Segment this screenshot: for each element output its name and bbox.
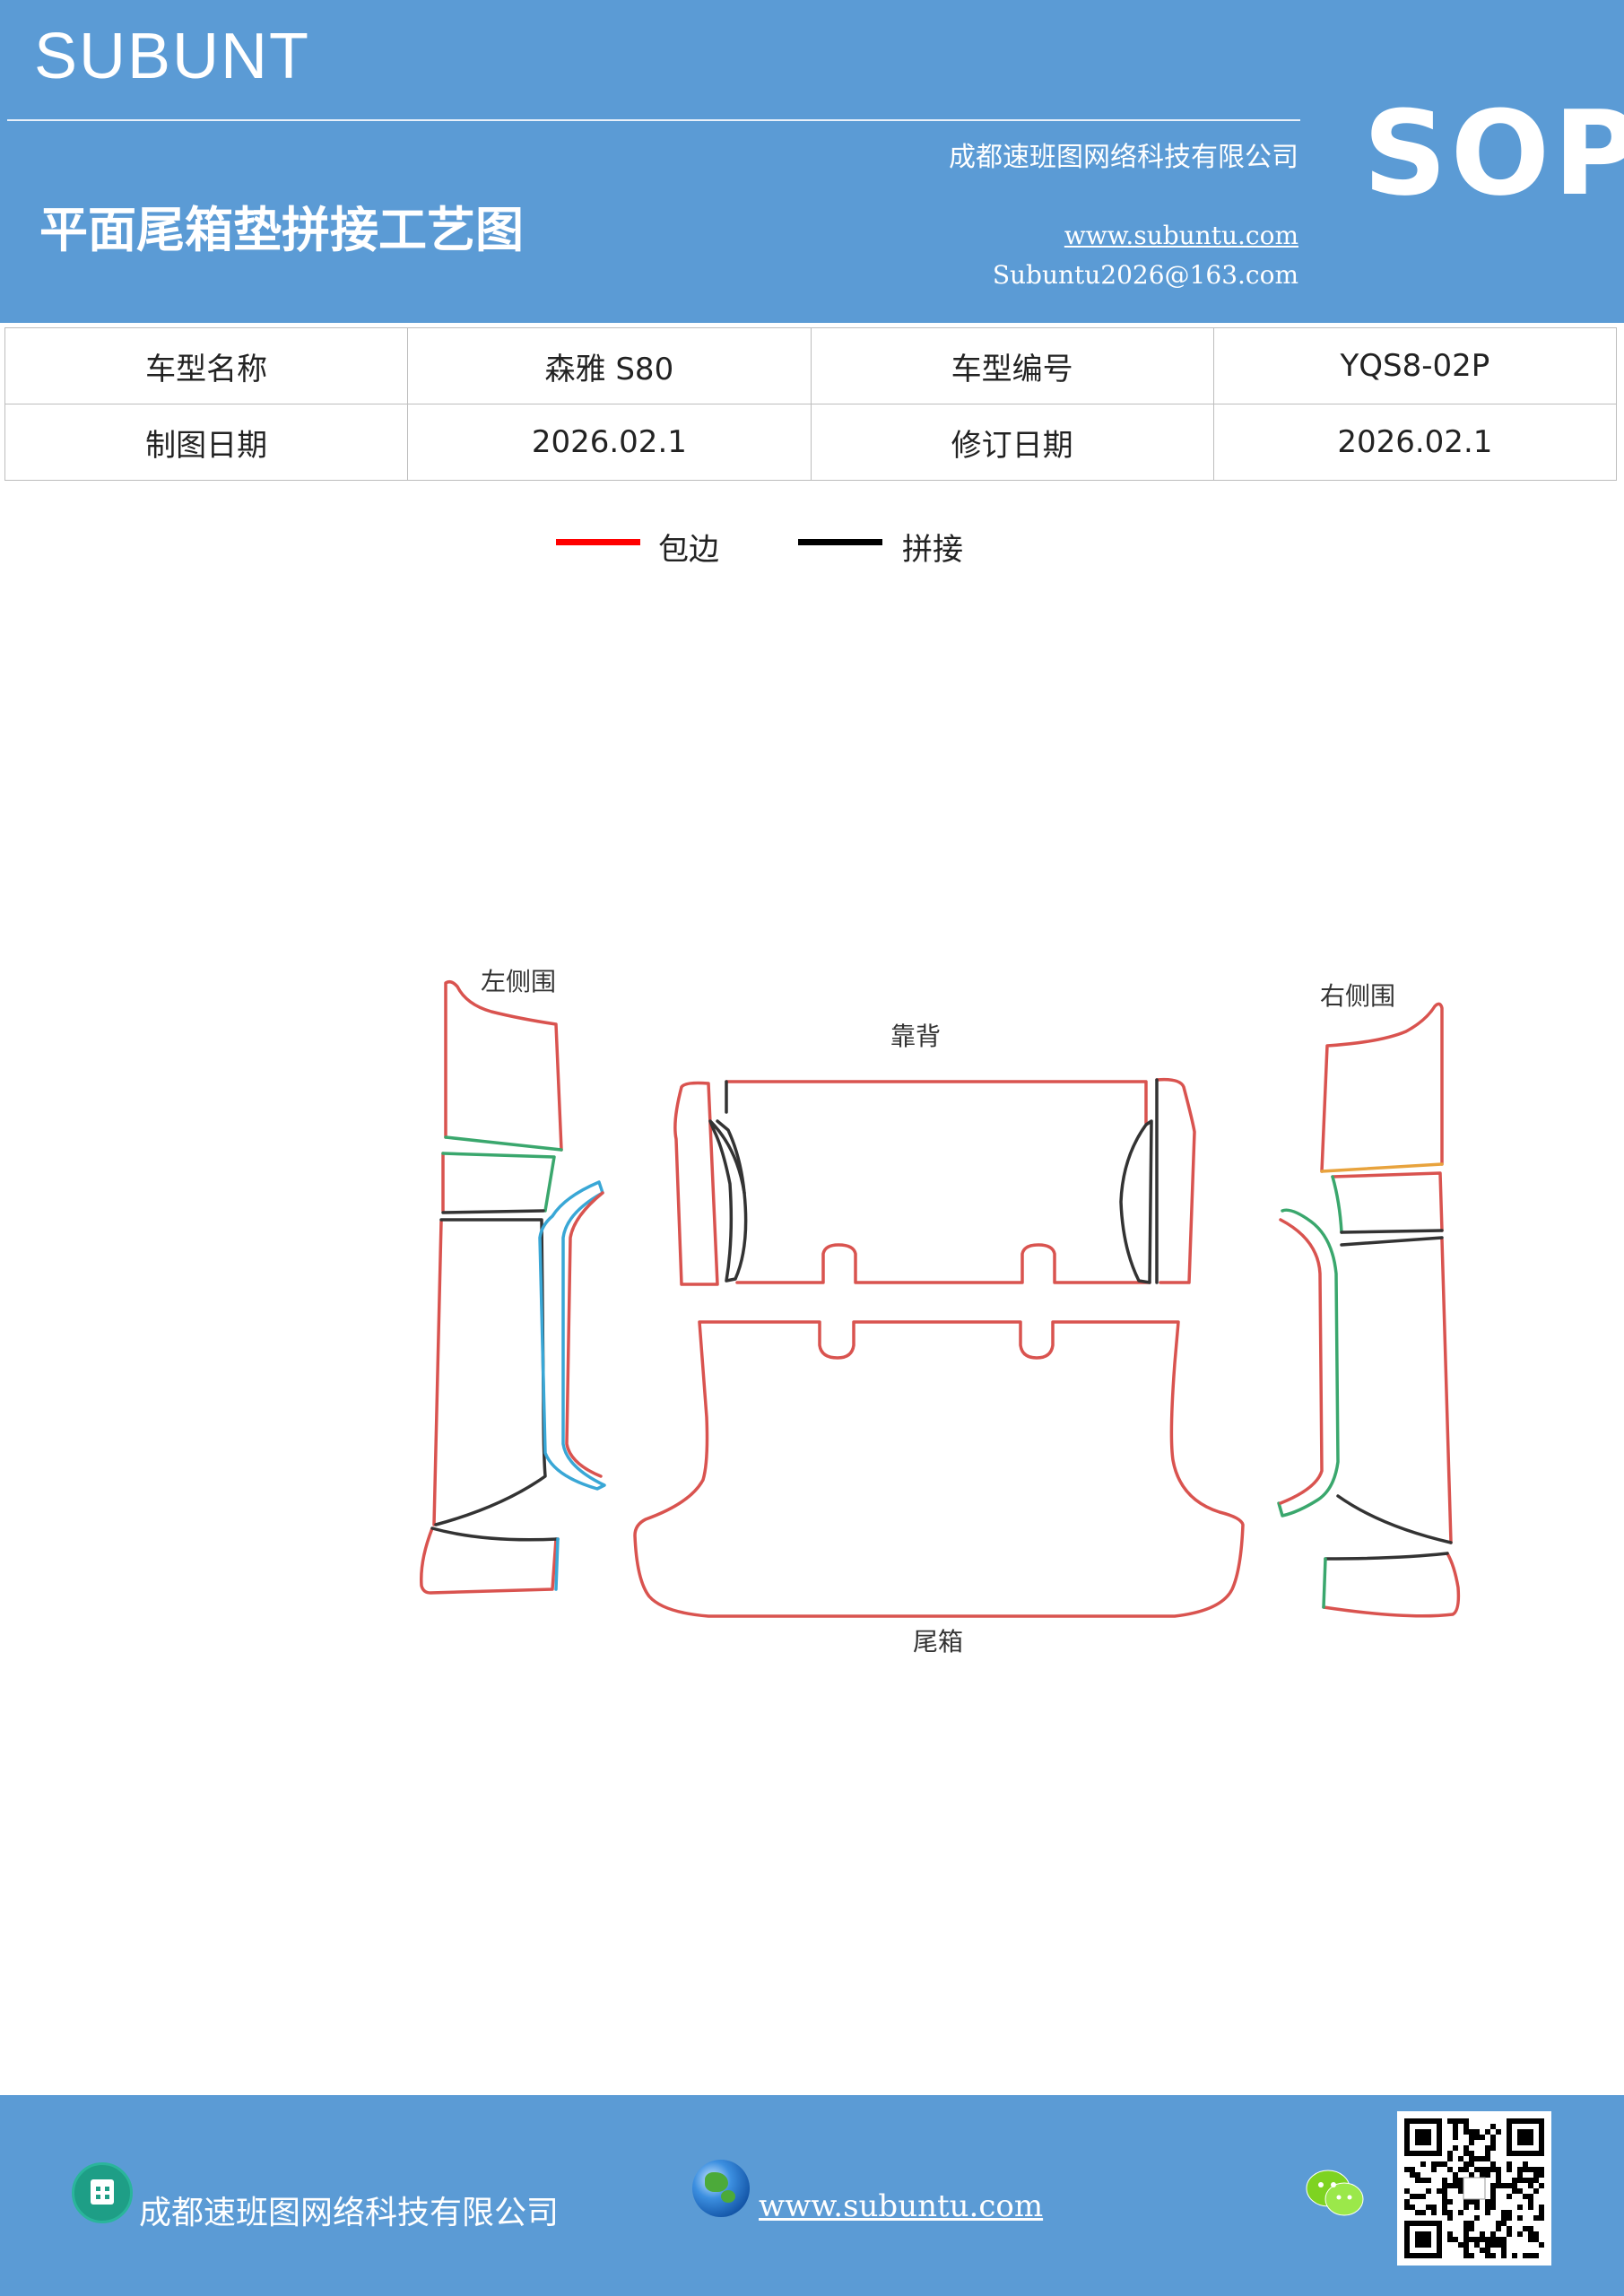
- legend-swatch-edge: [556, 539, 640, 545]
- sop-badge: SOP: [1363, 85, 1624, 222]
- left-panel-main-seam: [434, 1218, 547, 1526]
- left-side-panels: [420, 979, 606, 1595]
- label-trunk: 尾箱: [913, 1627, 963, 1657]
- table-row: 制图日期 2026.02.1 修订日期 2026.02.1: [4, 404, 1618, 481]
- label-right-side: 右侧围: [1320, 981, 1395, 1011]
- header-company: 成都速班图网络科技有限公司: [949, 142, 1298, 173]
- backrest-left-seam-inner: [716, 1119, 746, 1195]
- left-panel-bottom-edge: [554, 1537, 560, 1591]
- right-panel-top: [1320, 1002, 1444, 1173]
- table-cell: 修订日期: [810, 404, 1214, 481]
- right-panel-strip-seam: [1340, 1229, 1444, 1234]
- header-email[interactable]: Subuntu2026@163.com: [992, 260, 1298, 290]
- footer-banner: 成都速班图网络科技有限公司 www.subuntu.com: [0, 2095, 1624, 2296]
- backrest-right-seam: [1119, 1119, 1153, 1284]
- left-panel-top-seam: [444, 1135, 563, 1152]
- legend-label-seam: 拼接: [902, 532, 963, 568]
- table-cell: 2026.02.1: [407, 404, 812, 481]
- left-blue-flap: [565, 1191, 604, 1478]
- document-title: 平面尾箱垫拼接工艺图: [39, 201, 524, 258]
- qr-code: [1397, 2111, 1551, 2266]
- qr-code-pattern: [1404, 2118, 1544, 2258]
- table-cell: 车型名称: [4, 327, 409, 404]
- right-panel-strip: [1331, 1171, 1444, 1232]
- globe-icon: [692, 2160, 750, 2217]
- table-row: 车型名称 森雅 S80 车型编号 YQS8-02P: [4, 327, 1618, 404]
- right-green-flap: [1279, 1218, 1324, 1505]
- backrest-main: [725, 1080, 1151, 1284]
- left-panel-bottom-seam: [430, 1526, 560, 1542]
- right-panel-main-seam: [1336, 1236, 1453, 1544]
- backrest-right-side: [1155, 1077, 1196, 1284]
- left-panel-main: [432, 1220, 443, 1526]
- trunk-panel: [633, 1320, 1245, 1618]
- legend-label-edge: 包边: [658, 532, 719, 568]
- table-cell: 制图日期: [4, 404, 409, 481]
- left-panel-top: [444, 979, 563, 1152]
- right-panel-bottom-seam: [1324, 1552, 1449, 1561]
- right-panel-main: [1440, 1238, 1453, 1544]
- wechat-icon[interactable]: [1305, 2167, 1366, 2221]
- table-cell: YQS8-02P: [1212, 327, 1618, 404]
- right-green-strip: [1277, 1208, 1340, 1518]
- legend-swatch-seam: [798, 539, 882, 545]
- table-cell: 森雅 S80: [407, 327, 812, 404]
- footer-website-link[interactable]: www.subuntu.com: [759, 2188, 1044, 2224]
- backrest-left-side: [673, 1081, 719, 1286]
- legend: 包边 拼接: [556, 525, 986, 570]
- left-panel-strip-seam: [441, 1209, 545, 1214]
- backrest-left-seam: [708, 1119, 748, 1283]
- table-cell: 2026.02.1: [1212, 404, 1618, 481]
- header-banner: SUBUNT 成都速班图网络科技有限公司 平面尾箱垫拼接工艺图 www.subu…: [0, 0, 1624, 323]
- table-cell: 车型编号: [810, 327, 1214, 404]
- building-icon: [72, 2162, 133, 2223]
- right-panel-strip-edge: [1331, 1175, 1343, 1234]
- header-divider: [7, 119, 1300, 121]
- left-panel-strip-top: [441, 1152, 556, 1213]
- right-side-panels: [1277, 1002, 1461, 1618]
- brand-logo-text: SUBUNT: [34, 21, 311, 92]
- label-left-side: 左侧围: [481, 967, 556, 996]
- right-panel-bottom-edge: [1322, 1557, 1327, 1609]
- trunk-outline: [633, 1320, 1245, 1618]
- right-panel-bottom: [1322, 1552, 1461, 1618]
- left-panel-bottom: [420, 1526, 558, 1595]
- vehicle-info-table: 车型名称 森雅 S80 车型编号 YQS8-02P 制图日期 2026.02.1…: [4, 327, 1618, 481]
- header-website-link[interactable]: www.subuntu.com: [1064, 221, 1298, 250]
- left-blue-strip: [538, 1180, 606, 1491]
- splice-diagram: 左侧围 靠背 右侧围 尾箱: [420, 967, 1461, 1657]
- right-panel-top-seam: [1320, 1162, 1444, 1173]
- label-backrest: 靠背: [890, 1022, 941, 1051]
- backrest-panels: [673, 1077, 1196, 1286]
- footer-company: 成都速班图网络科技有限公司: [139, 2195, 560, 2231]
